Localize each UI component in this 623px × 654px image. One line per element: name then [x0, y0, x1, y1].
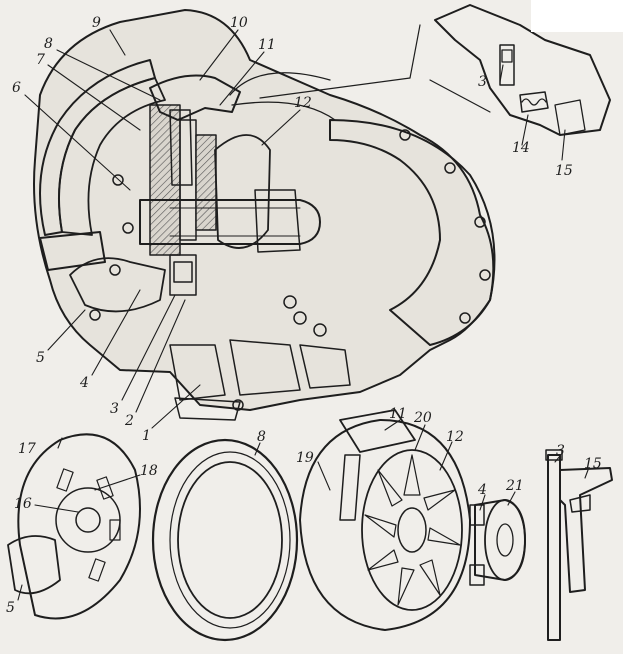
release-fork-exploded — [545, 449, 613, 641]
callout-1: 1 — [142, 428, 151, 444]
clutch-cutaway — [69, 104, 321, 313]
inset-fork-pivot — [259, 4, 611, 136]
flywheel-ring-exploded — [151, 438, 299, 642]
inset-corner-blank — [531, 0, 623, 32]
callout-3-inset: 3 — [478, 74, 487, 90]
diaphragm-fingers — [364, 454, 461, 606]
callout-5-disc: 5 — [6, 600, 15, 616]
callout-leaders — [17, 29, 589, 601]
callout-16: 16 — [14, 496, 32, 512]
callout-8-ring: 8 — [257, 429, 266, 445]
callout-5: 5 — [36, 350, 45, 366]
callout-labels: 9 10 8 11 7 6 12 3 14 15 5 4 3 2 1 17 18… — [6, 15, 602, 616]
callout-17: 17 — [18, 441, 36, 457]
callout-8: 8 — [44, 36, 53, 52]
callout-11-plate: 11 — [389, 406, 407, 422]
callout-7: 7 — [36, 52, 45, 68]
pressure-plate-exploded — [299, 409, 471, 631]
callout-3: 3 — [110, 401, 119, 417]
callout-2: 2 — [124, 413, 134, 429]
callout-15-inset: 15 — [555, 163, 573, 179]
callout-9: 9 — [92, 15, 101, 31]
clutch-housing — [33, 9, 496, 421]
callout-10: 10 — [230, 15, 248, 31]
callout-12: 12 — [294, 95, 312, 111]
callout-18: 18 — [140, 463, 158, 479]
callout-6: 6 — [12, 80, 21, 96]
callout-20: 20 — [413, 410, 432, 426]
callout-3-fork: 3 — [556, 443, 565, 459]
callout-12-plate: 12 — [446, 429, 464, 445]
release-bearing-exploded — [469, 499, 526, 586]
housing-bolt-bosses — [89, 129, 491, 411]
clutch-disc-exploded — [7, 433, 141, 620]
housing-ribs — [169, 339, 351, 421]
callout-11: 11 — [258, 37, 276, 53]
disc-damper-springs — [56, 468, 121, 582]
callout-4: 4 — [79, 375, 89, 391]
callout-21: 21 — [505, 478, 524, 494]
release-fork-upper — [149, 72, 336, 186]
callout-14: 14 — [512, 140, 530, 156]
flywheel — [39, 59, 166, 271]
callout-4-bearing: 4 — [477, 482, 487, 498]
callout-19: 19 — [296, 450, 314, 466]
callout-15: 15 — [584, 456, 602, 472]
